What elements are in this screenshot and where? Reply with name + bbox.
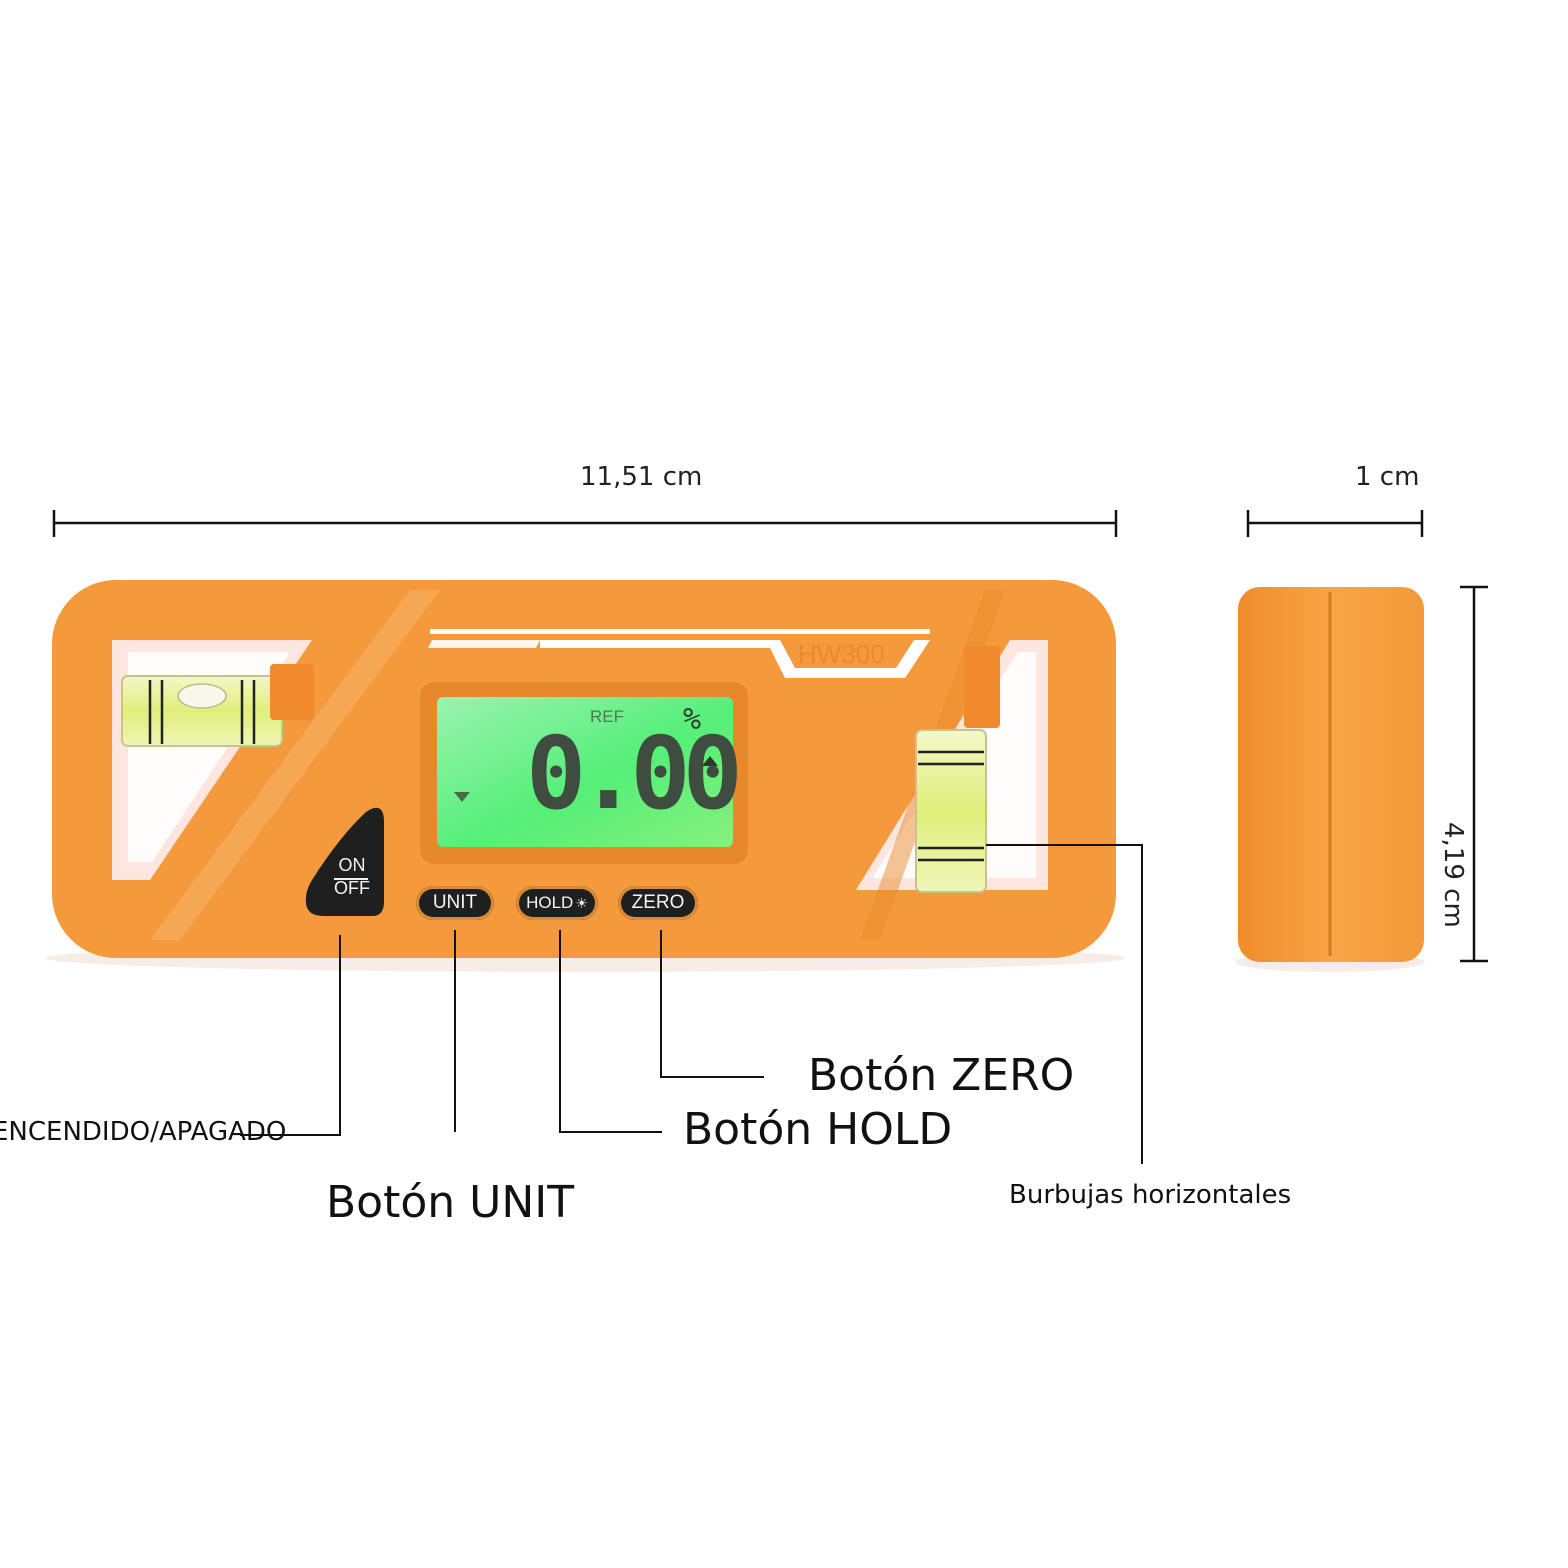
side-view bbox=[1235, 587, 1425, 972]
power-leader bbox=[240, 935, 341, 1136]
zero-button[interactable]: ZERO bbox=[618, 886, 698, 920]
bubbles-leader bbox=[986, 844, 1143, 1164]
header-stripes bbox=[428, 629, 930, 678]
height-dimension-line bbox=[1460, 585, 1488, 963]
callout-hold: Botón HOLD bbox=[683, 1104, 953, 1155]
depth-dimension-line bbox=[1246, 510, 1424, 537]
callout-unit: Botón UNIT bbox=[326, 1177, 575, 1228]
height-label: 4,19 cm bbox=[1438, 822, 1468, 928]
lcd-ref-label: REF bbox=[590, 707, 624, 726]
vertical-vial bbox=[915, 646, 1000, 893]
hold-button[interactable]: HOLD ☀ bbox=[516, 886, 598, 920]
width-label: 11,51 cm bbox=[580, 462, 703, 492]
lcd-unit-symbol: % bbox=[683, 702, 702, 737]
width-dimension-line bbox=[52, 510, 1118, 537]
unit-button[interactable]: UNIT bbox=[416, 886, 494, 920]
lcd-display bbox=[420, 682, 748, 864]
arrow-up-icon bbox=[702, 756, 718, 766]
hold-label: HOLD bbox=[526, 893, 574, 912]
power-off-label: OFF bbox=[334, 878, 370, 898]
zero-leader bbox=[660, 930, 764, 1078]
horizontal-vial bbox=[121, 664, 314, 747]
power-button[interactable]: ON OFF bbox=[326, 854, 378, 900]
level-device bbox=[45, 580, 1125, 972]
callout-bubbles: Burbujas horizontales bbox=[1009, 1180, 1292, 1210]
arrow-down-icon bbox=[454, 792, 470, 802]
backlight-icon: ☀ bbox=[575, 894, 588, 911]
power-on-label: ON bbox=[338, 855, 366, 875]
depth-label: 1 cm bbox=[1355, 462, 1420, 492]
leader-lines bbox=[240, 844, 1143, 1164]
callout-zero: Botón ZERO bbox=[808, 1050, 1075, 1101]
power-button-shape bbox=[305, 807, 384, 916]
callout-power: ENCENDIDO/APAGADO bbox=[0, 1117, 287, 1147]
model-label: HW300 bbox=[798, 639, 885, 669]
hold-leader bbox=[559, 930, 662, 1133]
lcd-reading: 0.00 bbox=[526, 715, 743, 832]
